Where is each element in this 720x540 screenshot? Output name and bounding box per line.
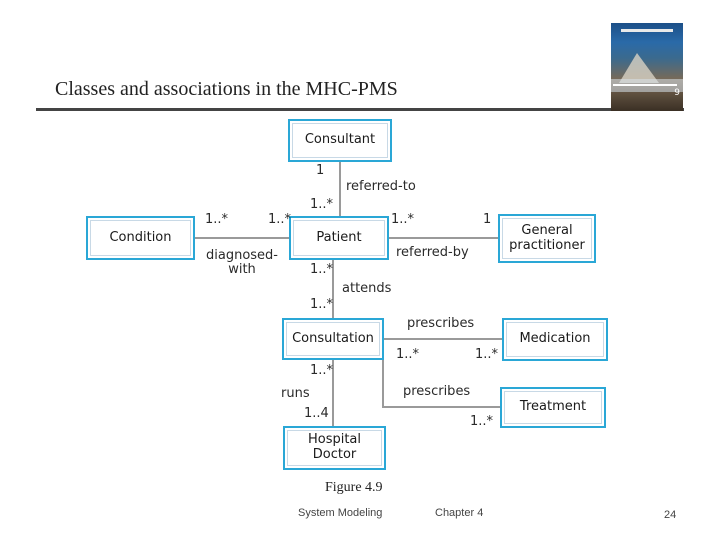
multiplicity-medication: 1..* xyxy=(475,347,499,362)
association-label-runs: runs xyxy=(281,386,310,401)
multiplicity-condition: 1..* xyxy=(205,212,229,227)
cover-mountain xyxy=(619,53,659,83)
multiplicity-patient-attends: 1..* xyxy=(310,262,334,277)
association-label-diagnosed-with: diagnosed- with xyxy=(206,248,278,278)
class-consultant: Consultant xyxy=(288,119,392,162)
cover-edition-number: 9 xyxy=(674,88,680,98)
association-label-prescribes-medication: prescribes xyxy=(407,316,475,331)
multiplicity-patient-referred-to: 1..* xyxy=(310,197,334,212)
cover-title-line xyxy=(613,84,677,86)
association-label-attends: attends xyxy=(342,281,392,296)
multiplicity-patient-condition: 1..* xyxy=(268,212,292,227)
class-medication: Medication xyxy=(502,318,608,361)
book-cover-image: 9 xyxy=(611,23,683,111)
slide-title: Classes and associations in the MHC-PMS xyxy=(55,78,398,100)
multiplicity-patient-gp: 1..* xyxy=(391,212,415,227)
multiplicity-consultant: 1 xyxy=(316,163,325,178)
class-hospital-doctor: Hospital Doctor xyxy=(283,426,386,470)
class-general-practitioner: General practitioner xyxy=(498,214,596,263)
class-treatment: Treatment xyxy=(500,387,606,428)
multiplicity-gp: 1 xyxy=(483,212,492,227)
multiplicity-treatment: 1..* xyxy=(470,414,494,429)
multiplicity-consultation-runs: 1..* xyxy=(310,363,334,378)
association-label-referred-to: referred-to xyxy=(346,179,416,194)
figure-caption: Figure 4.9 xyxy=(325,480,383,495)
page-number: 24 xyxy=(664,509,677,521)
line-consultation-treatment xyxy=(382,360,500,408)
multiplicity-consultation-medication: 1..* xyxy=(396,347,420,362)
footer-course: System Modeling xyxy=(298,507,383,519)
association-label-prescribes-treatment: prescribes xyxy=(403,384,471,399)
class-condition: Condition xyxy=(86,216,195,260)
association-label-referred-by: referred-by xyxy=(396,245,469,260)
title-underline xyxy=(36,108,684,111)
footer-chapter: Chapter 4 xyxy=(435,507,484,519)
class-consultation: Consultation xyxy=(282,318,384,360)
class-patient: Patient xyxy=(289,216,389,260)
multiplicity-consultation-attends: 1..* xyxy=(310,297,334,312)
multiplicity-doctor-runs: 1..4 xyxy=(304,406,329,421)
cover-title-strip xyxy=(621,29,673,32)
